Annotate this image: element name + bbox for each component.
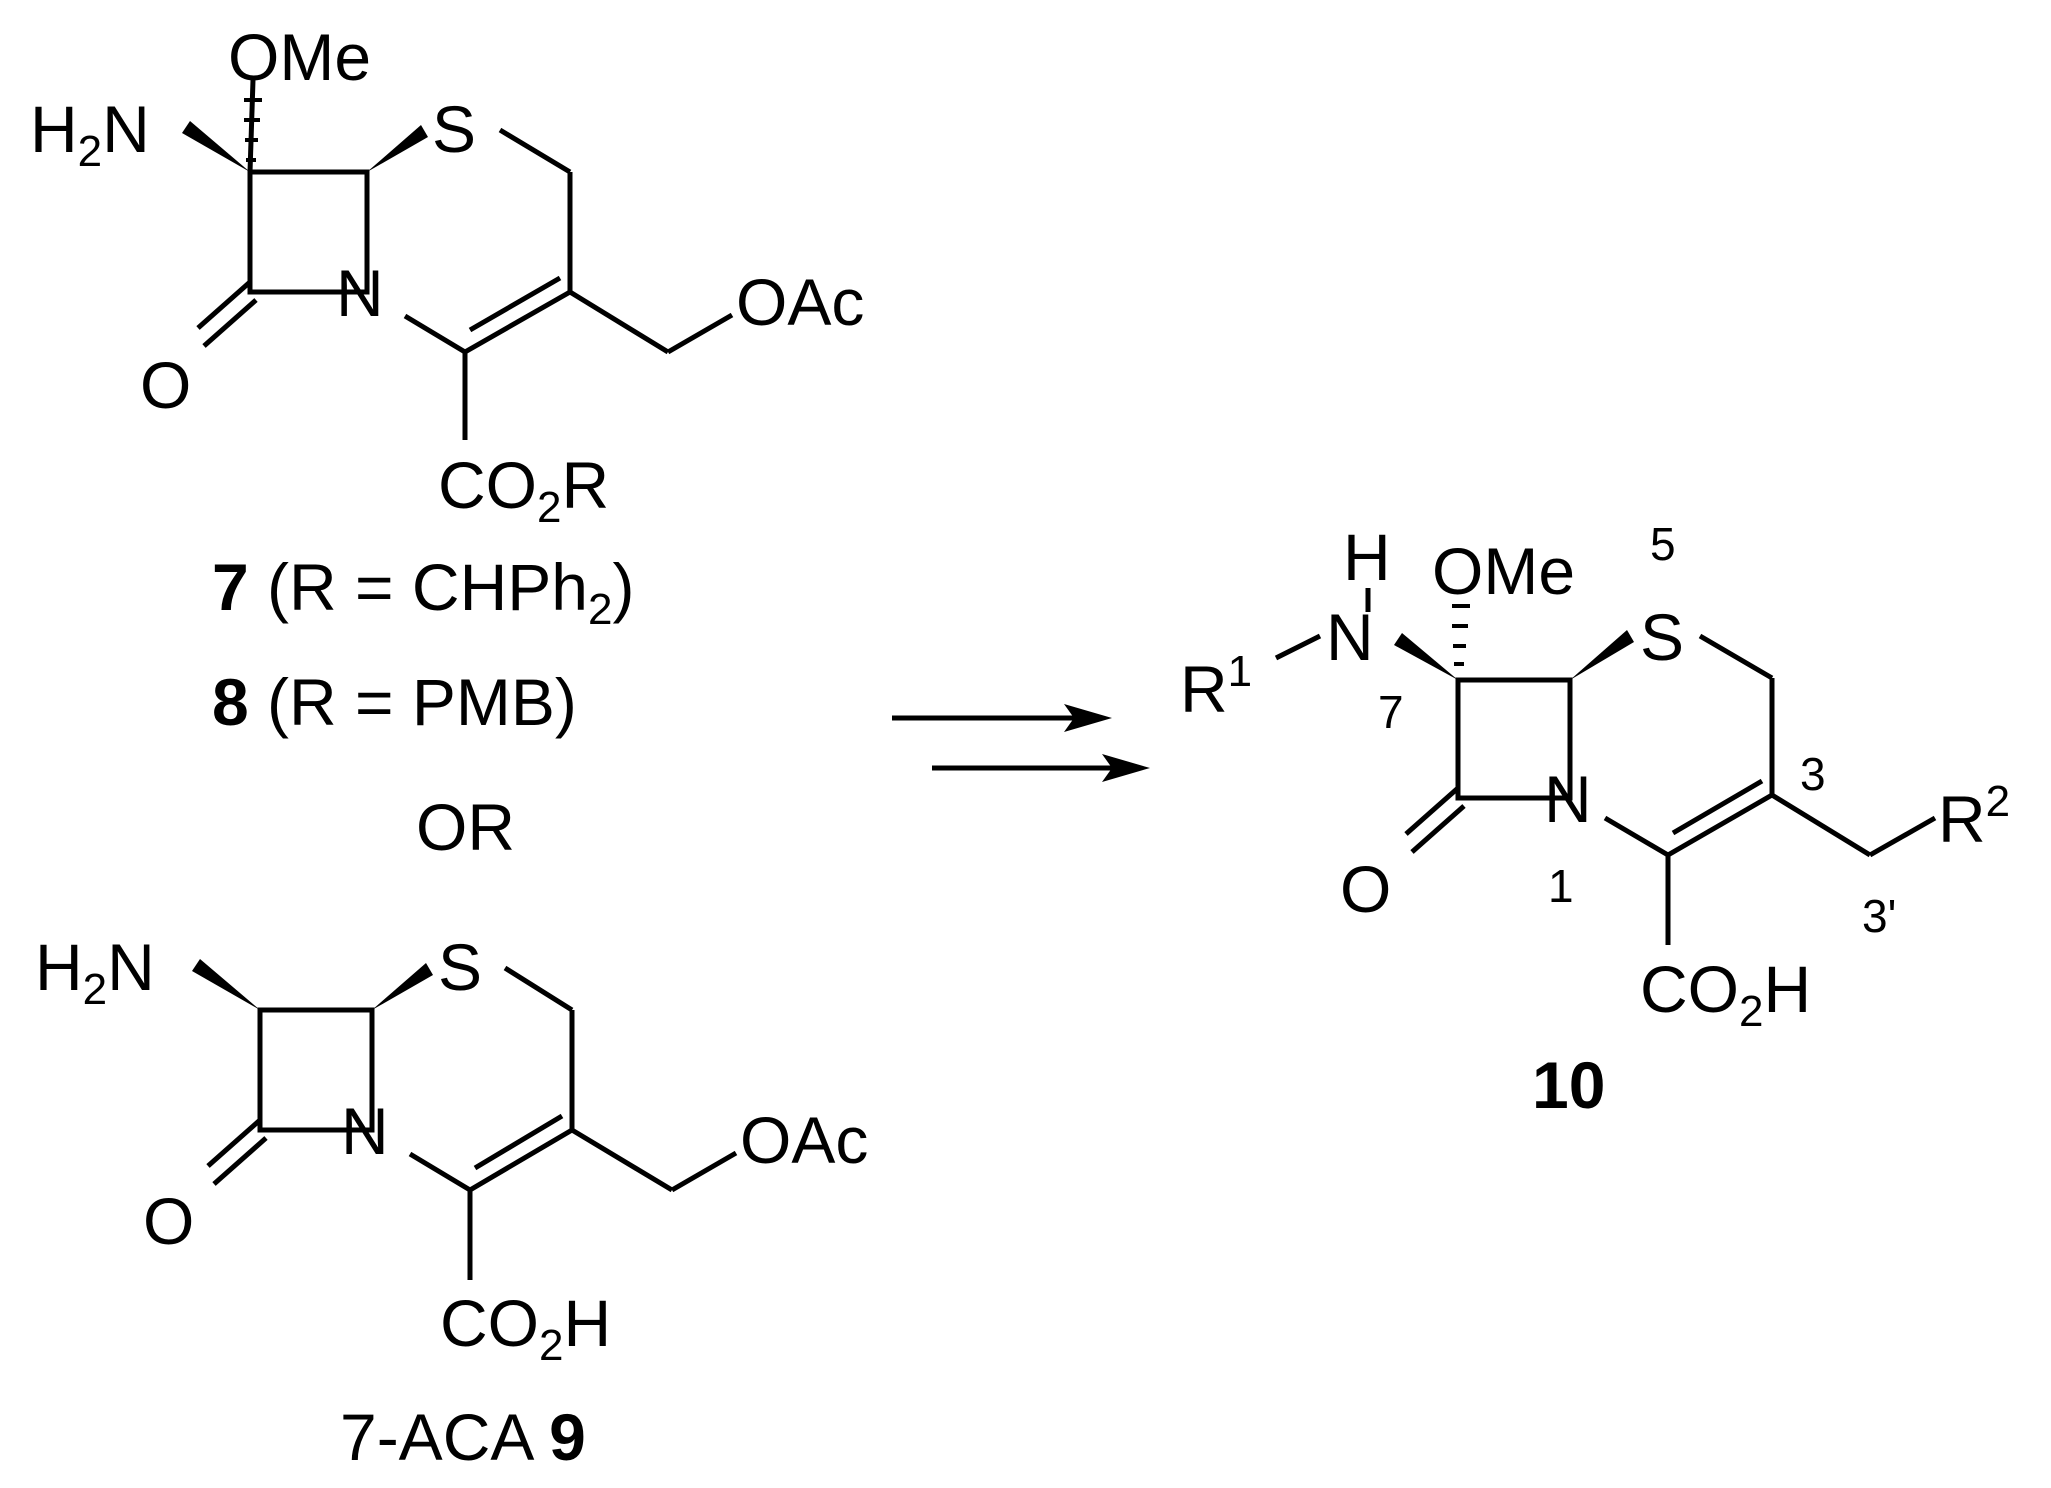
arrow-head xyxy=(1064,704,1112,732)
atom-label: OAc xyxy=(740,1103,868,1177)
locant-3: 3 xyxy=(1800,748,1826,800)
bond xyxy=(196,280,252,330)
atom-label: CO2H xyxy=(440,1286,611,1370)
bond xyxy=(206,1118,262,1168)
bond xyxy=(1410,804,1466,854)
atom-label: OMe xyxy=(228,20,371,94)
atom-label: OMe xyxy=(1432,534,1575,608)
bond xyxy=(1274,633,1322,661)
bond xyxy=(403,313,467,355)
locant-3-prime: 3' xyxy=(1862,890,1896,942)
atom-label: H2N xyxy=(35,930,155,1014)
arrow-head xyxy=(1102,754,1150,782)
bond xyxy=(570,1127,674,1193)
atom-label: N xyxy=(1544,762,1592,836)
compound-7-8-structure xyxy=(182,79,734,440)
atom-label: S xyxy=(1640,600,1684,674)
bond xyxy=(1404,786,1460,836)
atom-label: R1 xyxy=(1180,647,1252,726)
bond xyxy=(468,275,562,333)
wedge-bond xyxy=(1394,633,1458,680)
atom-label: S xyxy=(432,92,476,166)
atom-label: N xyxy=(341,1094,389,1168)
atom-label: O xyxy=(143,1184,194,1258)
bond xyxy=(247,169,370,295)
hash-bond xyxy=(244,98,262,162)
bond xyxy=(473,1113,564,1171)
caption-compound-10: 10 xyxy=(1532,1048,1605,1122)
atom-label: H2N xyxy=(30,92,150,176)
atom-label: H xyxy=(1343,520,1391,594)
bond xyxy=(1603,815,1670,858)
bond xyxy=(202,298,258,348)
bond xyxy=(568,289,670,355)
atom-label: N xyxy=(336,256,384,330)
bond xyxy=(1671,778,1764,836)
bond xyxy=(247,79,256,173)
compound-7-8-captions: 7 (R = CHPh2) 8 (R = PMB) xyxy=(212,550,634,739)
wedge-bond xyxy=(367,125,428,172)
locant-5: 5 xyxy=(1650,518,1676,570)
compound-10-labels: H N R1 OMe S N O R2 CO2H xyxy=(1180,520,2010,1036)
compound-7-8-labels: H2N OMe S N O OAc CO2R xyxy=(30,20,864,532)
bond xyxy=(498,127,572,175)
wedge-bond xyxy=(192,959,260,1010)
compound-10-locants: 5 7 3 1 3' xyxy=(1378,518,1896,942)
caption-compound-8: 8 (R = PMB) xyxy=(212,665,577,739)
compound-9-labels: H2N S N O OAc CO2H xyxy=(35,930,868,1370)
bond xyxy=(1770,792,1872,858)
wedge-bond xyxy=(372,963,433,1010)
atom-label: O xyxy=(140,348,191,422)
atom-label: S xyxy=(438,930,482,1004)
locant-1: 1 xyxy=(1548,860,1574,912)
atom-label: CO2R xyxy=(438,448,609,532)
bond xyxy=(408,1151,472,1193)
bond xyxy=(212,1136,268,1186)
bond xyxy=(670,1150,738,1193)
or-label: OR xyxy=(416,790,515,864)
bond xyxy=(503,965,574,1013)
atom-label: N xyxy=(1326,600,1374,674)
compound-10-structure xyxy=(1274,588,1937,945)
bond xyxy=(463,289,572,355)
caption-compound-7: 7 (R = CHPh2) xyxy=(212,550,634,634)
reaction-arrows xyxy=(892,704,1150,782)
compound-9-structure xyxy=(192,959,738,1280)
bond xyxy=(257,1007,375,1133)
bond xyxy=(468,1127,574,1193)
locant-7: 7 xyxy=(1378,686,1404,738)
atom-label: O xyxy=(1340,852,1391,926)
atom-label: OAc xyxy=(736,265,864,339)
bond xyxy=(1666,792,1774,858)
atom-label: CO2H xyxy=(1640,952,1811,1036)
wedge-bond xyxy=(182,121,250,172)
bond xyxy=(1868,815,1937,858)
hash-bond xyxy=(1452,604,1470,666)
atom-label: R2 xyxy=(1938,777,2010,856)
wedge-bond xyxy=(1570,630,1634,680)
bond xyxy=(1698,633,1774,681)
bond xyxy=(666,312,734,355)
caption-compound-9: 7-ACA 9 xyxy=(340,1400,586,1474)
bond xyxy=(1455,677,1573,801)
